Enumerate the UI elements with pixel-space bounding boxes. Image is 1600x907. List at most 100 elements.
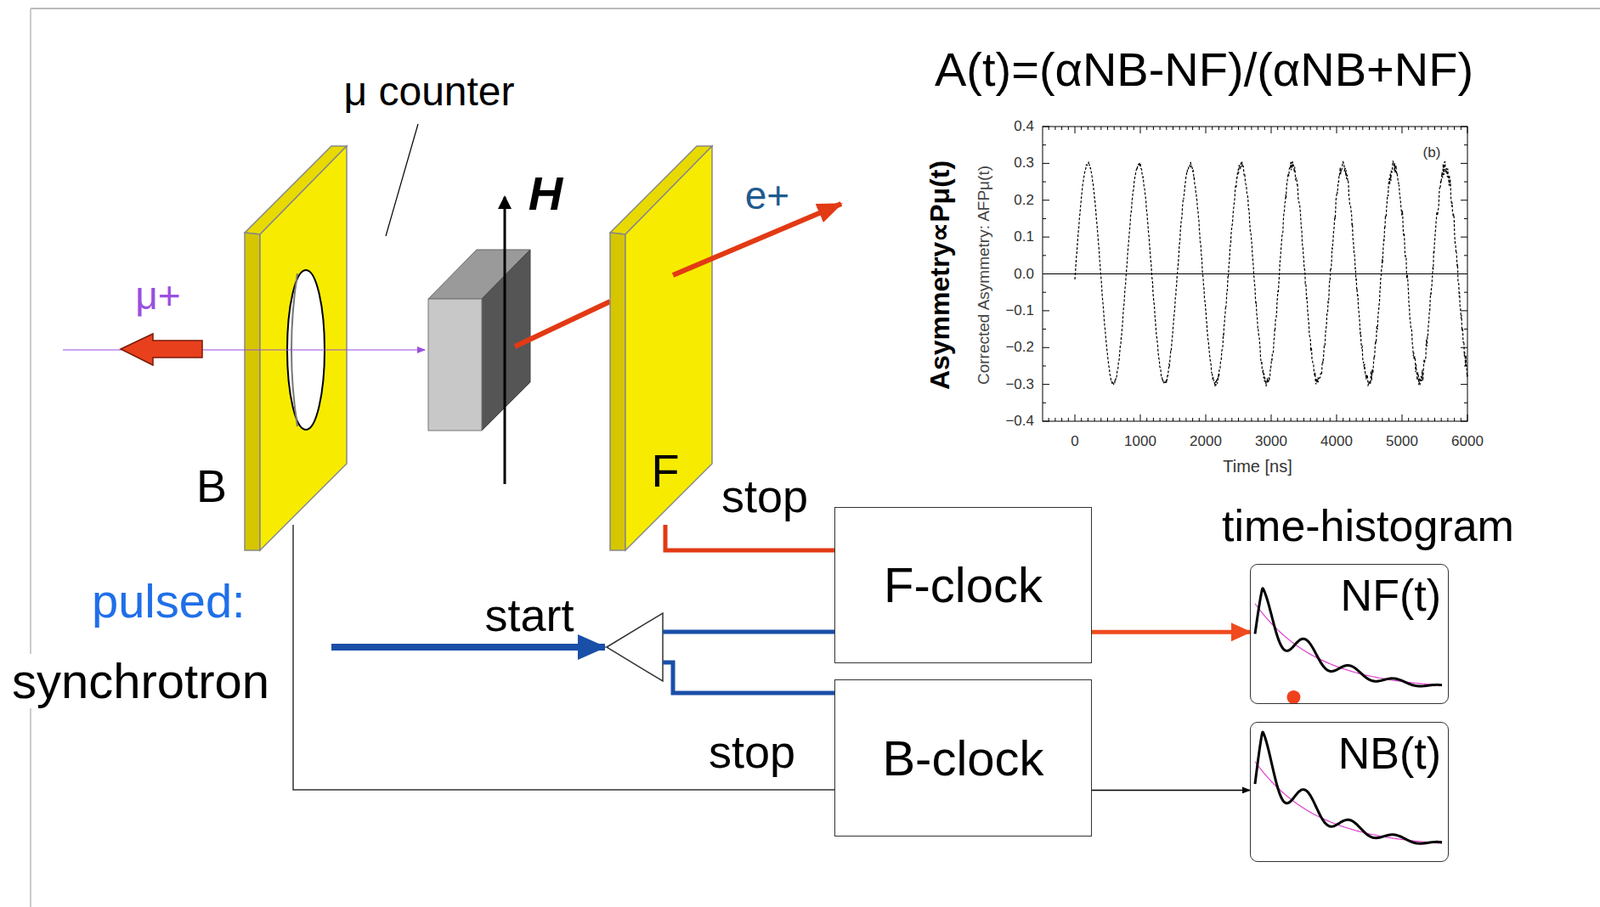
tick-mark: [1460, 163, 1468, 164]
tick-mark: [1460, 384, 1468, 385]
tick-mark: [1159, 418, 1161, 422]
tick-mark: [1464, 402, 1468, 404]
tick-mark: [1290, 126, 1292, 131]
tick-mark: [1048, 126, 1050, 131]
tick-mark: [1061, 126, 1063, 131]
clock-box: B-clock: [834, 679, 1092, 837]
text-label: synchrotron: [10, 654, 272, 709]
tick-mark: [1277, 126, 1278, 131]
stop-wire: [665, 525, 835, 551]
tick-mark: [1381, 418, 1383, 422]
tick-mark: [1087, 418, 1089, 422]
tick-mark: [1179, 418, 1181, 422]
tick-mark: [1264, 126, 1266, 131]
detector-plate: [244, 232, 261, 551]
tick-mark: [1271, 126, 1273, 134]
text-label: pulsed:: [90, 575, 248, 628]
tick-mark: [1447, 418, 1448, 422]
tick-mark: [1146, 418, 1148, 422]
axis-title: Time [ns]: [1222, 457, 1293, 476]
tick-mark: [1107, 126, 1109, 131]
tick-mark: [1402, 414, 1403, 422]
tick-mark: [1054, 418, 1056, 422]
node-label: NB(t): [1338, 729, 1442, 779]
tick-mark: [1296, 126, 1298, 131]
tick-mark: [1464, 181, 1468, 183]
tick-mark: [1283, 126, 1285, 131]
tick-label: 0.1: [1013, 229, 1035, 246]
marker-dot: [1286, 690, 1301, 705]
tick-label: 1000: [1124, 434, 1157, 451]
tick-mark: [1042, 273, 1050, 275]
tick-mark: [1250, 418, 1252, 422]
tick-label: −0.1: [1005, 303, 1035, 320]
connector-arrow: [1091, 790, 1250, 792]
start-arrow: [331, 644, 605, 651]
tick-mark: [1119, 418, 1121, 422]
text-label: μ+: [135, 274, 181, 318]
tick-mark: [1042, 163, 1050, 164]
detector-plate: [610, 232, 626, 551]
text-label: start: [484, 590, 574, 641]
tick-mark: [1257, 126, 1259, 131]
tick-mark: [1375, 126, 1377, 131]
buffer-symbol: [606, 613, 663, 682]
stop-wire: [293, 525, 835, 791]
tick-mark: [1453, 126, 1455, 131]
tick-mark: [1464, 254, 1468, 256]
tick-marks: [1042, 126, 1468, 422]
tick-mark: [1421, 418, 1423, 422]
tick-mark: [1048, 418, 1050, 422]
tick-mark: [1375, 418, 1377, 422]
tick-mark: [1257, 418, 1259, 422]
tick-mark: [1453, 418, 1455, 422]
tick-mark: [1460, 273, 1468, 275]
tick-mark: [1087, 126, 1089, 131]
tick-mark: [1126, 418, 1128, 422]
tick-mark: [1042, 237, 1050, 238]
tick-mark: [1381, 126, 1383, 131]
tick-mark: [1192, 418, 1193, 422]
tick-mark: [1464, 328, 1468, 330]
tick-mark: [1329, 418, 1331, 422]
tick-mark: [1421, 126, 1423, 131]
node-label: F-clock: [883, 558, 1043, 613]
text-label: μ counter: [343, 69, 515, 115]
tick-mark: [1342, 126, 1344, 131]
tick-mark: [1388, 418, 1390, 422]
tick-mark: [1042, 384, 1050, 385]
text-label: B: [196, 461, 227, 512]
text-label: F: [651, 446, 680, 497]
text-label: stop: [721, 471, 809, 522]
tick-mark: [1414, 418, 1416, 422]
tick-mark: [1349, 418, 1351, 422]
tick-mark: [1218, 126, 1220, 131]
tick-label: 0.2: [1013, 192, 1035, 209]
tick-mark: [1467, 414, 1469, 422]
tick-mark: [1244, 418, 1246, 422]
tick-mark: [1198, 418, 1200, 422]
tick-mark: [1322, 418, 1324, 422]
tick-label: 6000: [1451, 434, 1484, 451]
tick-mark: [1094, 126, 1096, 131]
tick-mark: [1434, 126, 1436, 131]
tick-mark: [1349, 126, 1351, 131]
tick-mark: [1464, 144, 1468, 146]
tick-mark: [1042, 181, 1046, 183]
tick-mark: [1068, 418, 1069, 422]
tick-mark: [1356, 418, 1357, 422]
tick-mark: [1407, 126, 1409, 131]
tick-mark: [1225, 418, 1227, 422]
tick-mark: [1133, 418, 1135, 422]
tick-mark: [1368, 418, 1370, 422]
tick-mark: [1211, 126, 1213, 131]
tick-label: 0.3: [1013, 155, 1035, 172]
tick-mark: [1042, 292, 1046, 294]
muon-beam: [62, 349, 425, 351]
tick-mark: [1054, 126, 1056, 131]
asymmetry-data: [1074, 161, 1468, 387]
tick-mark: [1042, 218, 1046, 220]
tick-mark: [1042, 328, 1046, 330]
tick-label: 4000: [1320, 434, 1353, 451]
